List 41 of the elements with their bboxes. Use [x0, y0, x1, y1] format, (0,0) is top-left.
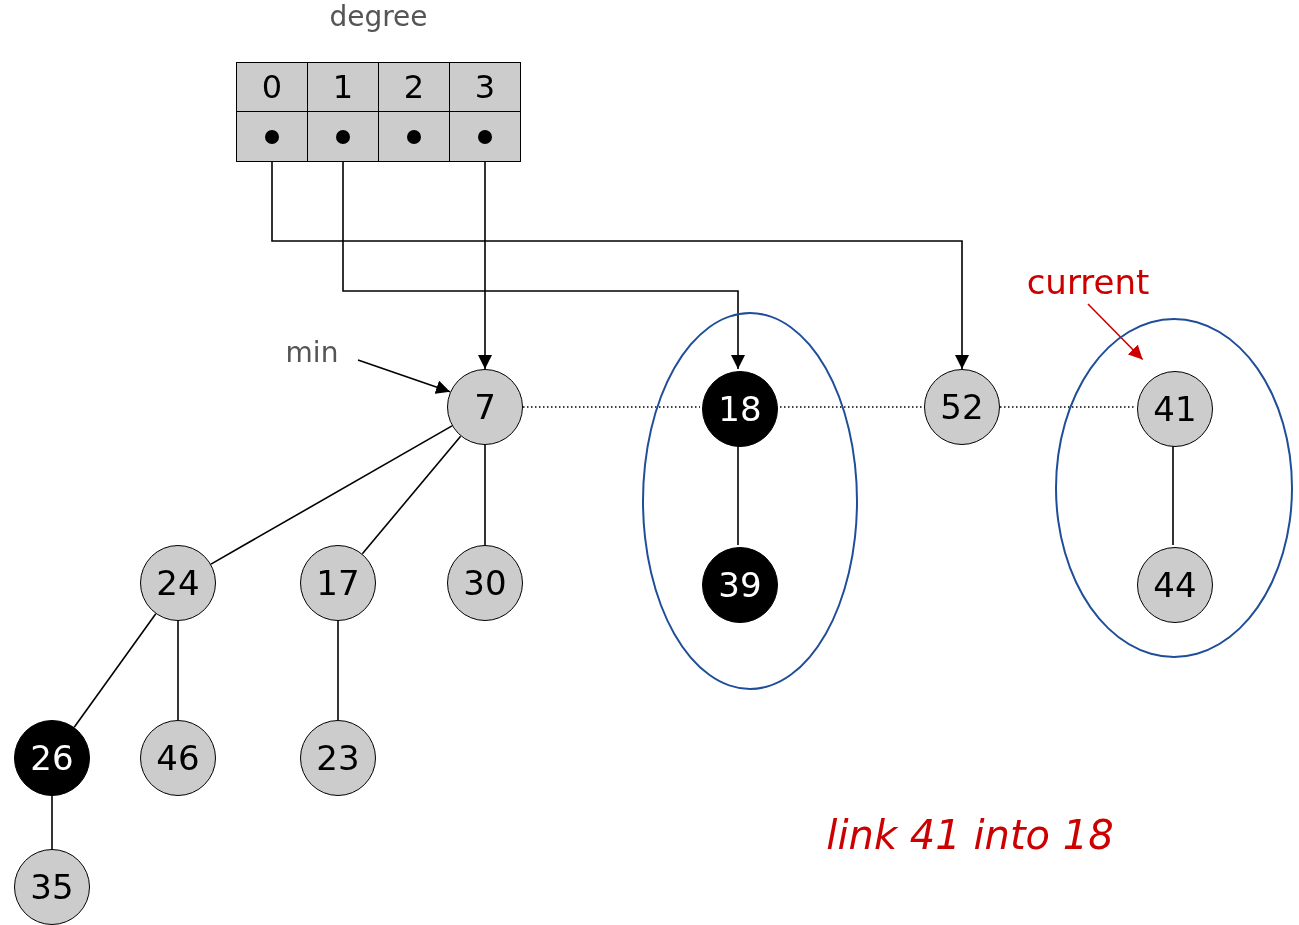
- tree-edge: [177, 620, 179, 721]
- tree-edge: [361, 435, 462, 555]
- tree-node: 24: [140, 545, 216, 621]
- tree-edge: [73, 613, 157, 728]
- tree-node: 17: [300, 545, 376, 621]
- highlight-oval: [1055, 318, 1293, 658]
- tree-node: 41: [1137, 371, 1213, 447]
- tree-edge: [484, 444, 486, 546]
- tree-node: 23: [300, 720, 376, 796]
- tree-node: 46: [140, 720, 216, 796]
- tree-node: 44: [1137, 547, 1213, 623]
- index-cell: 2: [378, 62, 450, 112]
- array-heading: degree: [328, 0, 429, 33]
- arrow: [478, 161, 492, 370]
- index-cell: 0: [236, 62, 308, 112]
- tree-node: 35: [14, 849, 90, 925]
- marked-tree-node: 18: [702, 371, 778, 447]
- pointer-label: min: [276, 336, 348, 374]
- dotted-link: [999, 406, 1136, 408]
- pointer-cell: [236, 111, 308, 162]
- index-cell: 3: [449, 62, 521, 112]
- dotted-link: [522, 406, 701, 408]
- marked-tree-node: 39: [702, 547, 778, 623]
- tree-edge: [337, 620, 339, 721]
- pointer-cell: [307, 111, 379, 162]
- pointer-label: current: [1018, 262, 1158, 302]
- tree-edge: [210, 425, 453, 565]
- tree-node: 7: [447, 369, 523, 445]
- tree-node: 52: [924, 369, 1000, 445]
- pointer-cell: [449, 111, 521, 162]
- arrow: [342, 161, 745, 370]
- arrow: [357, 359, 451, 394]
- arrow: [1087, 303, 1144, 361]
- marked-tree-node: 26: [14, 720, 90, 796]
- note-text: link 41 into 18: [825, 812, 1115, 858]
- tree-node: 30: [447, 545, 523, 621]
- highlight-oval: [642, 312, 858, 690]
- arrow: [271, 161, 969, 370]
- index-cell: 1: [307, 62, 379, 112]
- pointer-cell: [378, 111, 450, 162]
- tree-edge: [51, 795, 53, 850]
